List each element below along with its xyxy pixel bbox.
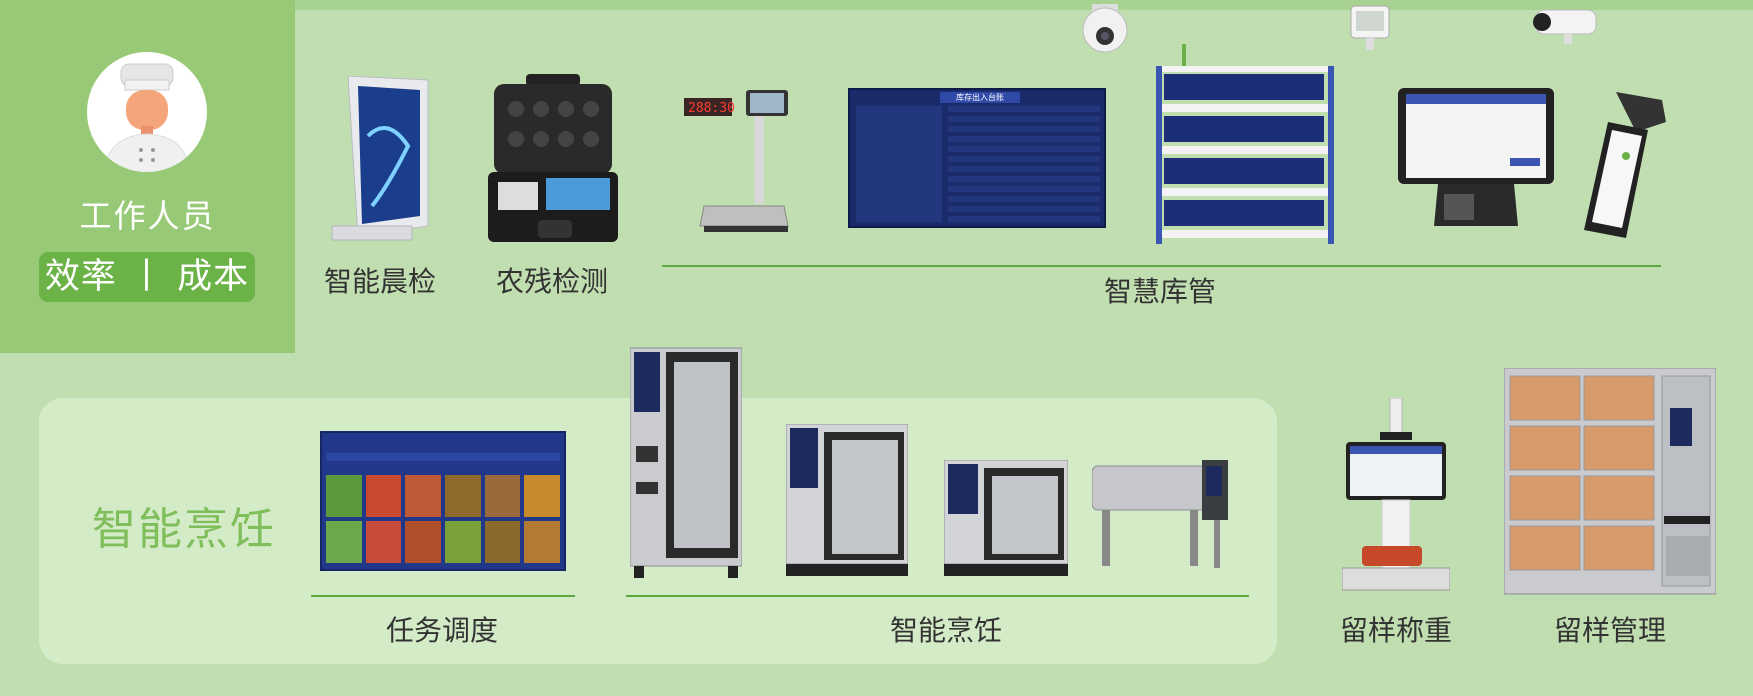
handheld-pda-icon (1582, 92, 1670, 240)
combi-oven-large-icon (629, 346, 743, 580)
cooking-section-title: 智能烹饪 (92, 504, 276, 555)
sample-management-label: 留样管理 (1553, 614, 1666, 647)
task-dispatch-label: 任务调度 (385, 614, 498, 647)
morning-check-label: 智能晨检 (323, 265, 436, 298)
scale-readout: 288:30 (688, 101, 735, 116)
pesticide-test-label: 农残检测 (495, 265, 608, 298)
pesticide-tester-icon (486, 74, 620, 244)
tilting-pan-icon (1091, 458, 1230, 572)
role-badge: 效率 丨 成本 (39, 252, 255, 302)
storage-screen-title: 库存出入台账 (940, 92, 1020, 103)
smart-storage-label: 智慧库管 (1103, 275, 1216, 308)
smart-cooking-divider (626, 595, 1249, 597)
top-strip (0, 0, 1753, 10)
sample-storage-cabinet-icon (1503, 367, 1717, 596)
dome-camera-icon (1080, 4, 1130, 56)
temperature-sensor-icon (1350, 4, 1390, 52)
storage-divider (662, 265, 1661, 267)
combi-oven-small-icon (943, 459, 1069, 576)
task-dispatch-divider (311, 595, 575, 597)
storage-management-screen: 库存出入台账 (848, 88, 1106, 228)
bullet-camera-icon (1530, 6, 1602, 46)
sample-weighing-label: 留样称重 (1339, 614, 1452, 647)
sample-weighing-kiosk-icon (1341, 397, 1451, 596)
combi-oven-medium-icon (785, 423, 909, 576)
weighing-terminal-icon (1398, 88, 1554, 230)
digital-scale-icon: 288:30 (684, 88, 792, 238)
smart-shelf-icon (1154, 44, 1336, 246)
chef-avatar-icon (87, 52, 207, 172)
morning-check-kiosk-icon (328, 75, 434, 244)
task-dispatch-screen (320, 431, 566, 571)
smart-cooking-label: 智能烹饪 (889, 614, 1002, 647)
role-name: 工作人员 (79, 197, 216, 235)
